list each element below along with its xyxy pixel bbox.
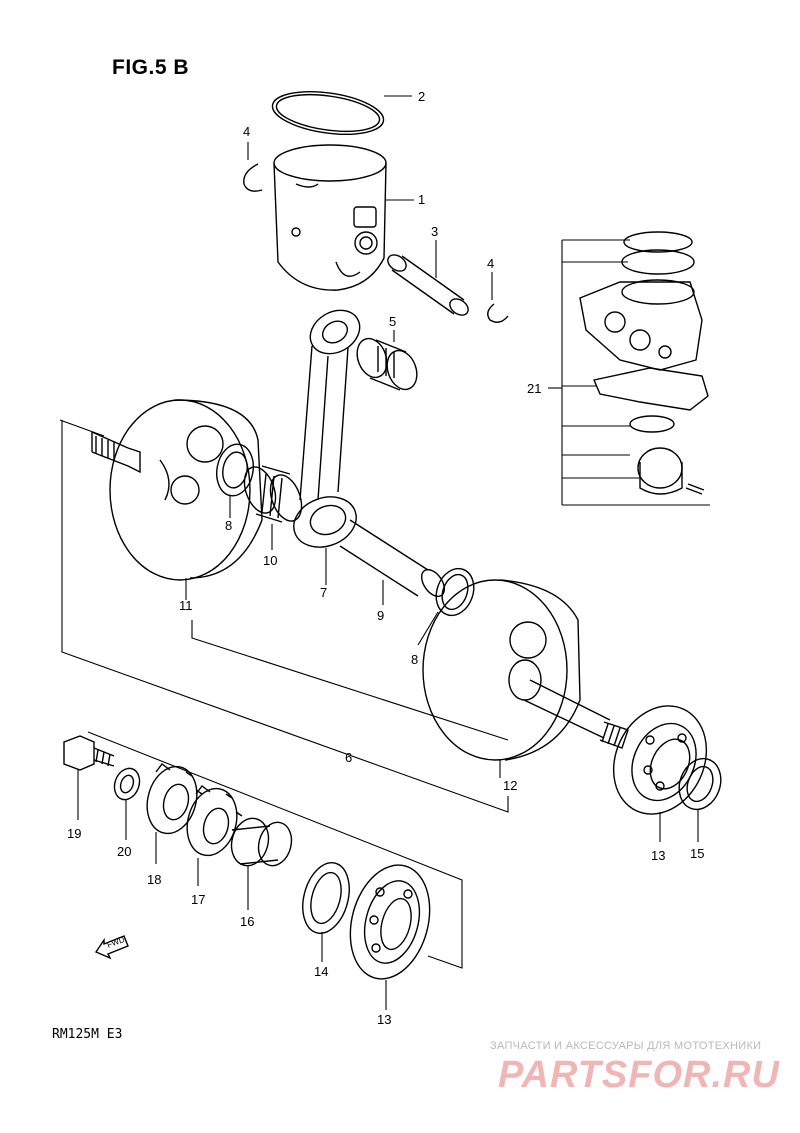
callout-19: 19 <box>67 826 81 841</box>
piston-ring <box>271 91 385 135</box>
crankshaft-left-half <box>91 399 263 581</box>
piston-pin <box>387 254 469 316</box>
small-end-needle-bearing <box>356 337 418 391</box>
callout-11: 11 <box>179 598 193 613</box>
watermark-subtitle: ЗАПЧАСТИ И АКСЕССУАРЫ ДЛЯ МОТОТЕХНИКИ <box>490 1040 762 1052</box>
fwd-arrow-icon <box>94 935 129 960</box>
callout-5: 5 <box>389 314 396 329</box>
crank-gear <box>186 785 243 857</box>
callout-6: 6 <box>345 750 352 765</box>
callout-4-right: 4 <box>487 256 494 271</box>
callout-14: 14 <box>314 964 328 979</box>
callout-1: 1 <box>418 192 425 207</box>
crankshaft-right-half <box>422 579 629 761</box>
callout-9: 9 <box>377 608 384 623</box>
model-code: RM125M E3 <box>52 1027 123 1042</box>
crankshaft-assembly-bracket <box>59 419 509 813</box>
washer <box>113 767 141 801</box>
callout-20: 20 <box>117 844 131 859</box>
cylinder-set-illustration <box>579 231 709 495</box>
callout-3: 3 <box>431 224 438 239</box>
callout-21: 21 <box>527 381 541 396</box>
oil-seal-right <box>678 757 722 811</box>
primary-drive-gear <box>146 763 203 835</box>
callout-2: 2 <box>418 89 425 104</box>
callout-12: 12 <box>503 778 517 793</box>
callout-16: 16 <box>240 914 254 929</box>
callout-4-upper: 4 <box>243 124 250 139</box>
callout-17: 17 <box>191 892 205 907</box>
callout-18: 18 <box>147 872 161 887</box>
watermark-brand: PARTSFOR.RU <box>498 1054 780 1096</box>
cylinder-set-bracket <box>548 239 710 506</box>
spacer-collar <box>230 817 293 867</box>
crankshaft-nut <box>63 735 115 771</box>
lower-assembly-bracket <box>87 731 463 969</box>
piston <box>273 144 387 291</box>
crank-pin <box>339 519 446 598</box>
crank-bearing-left <box>349 864 431 980</box>
callout-15: 15 <box>690 846 704 861</box>
piston-pin-circlip <box>243 163 263 192</box>
callout-8-right: 8 <box>411 652 418 667</box>
callout-10: 10 <box>263 553 277 568</box>
callout-13-right: 13 <box>651 848 665 863</box>
callout-7: 7 <box>320 585 327 600</box>
big-end-needle-bearing <box>243 465 303 523</box>
figure-title: FIG.5 B <box>112 56 190 79</box>
thrust-washer-left <box>216 443 254 497</box>
callout-8-left: 8 <box>225 518 232 533</box>
oil-seal-left <box>302 862 350 934</box>
thrust-washer-right <box>435 567 475 617</box>
connecting-rod <box>293 309 361 548</box>
callout-13-left: 13 <box>377 1012 391 1027</box>
piston-pin-circlip-right <box>487 303 509 323</box>
crank-bearing-right <box>612 705 708 815</box>
